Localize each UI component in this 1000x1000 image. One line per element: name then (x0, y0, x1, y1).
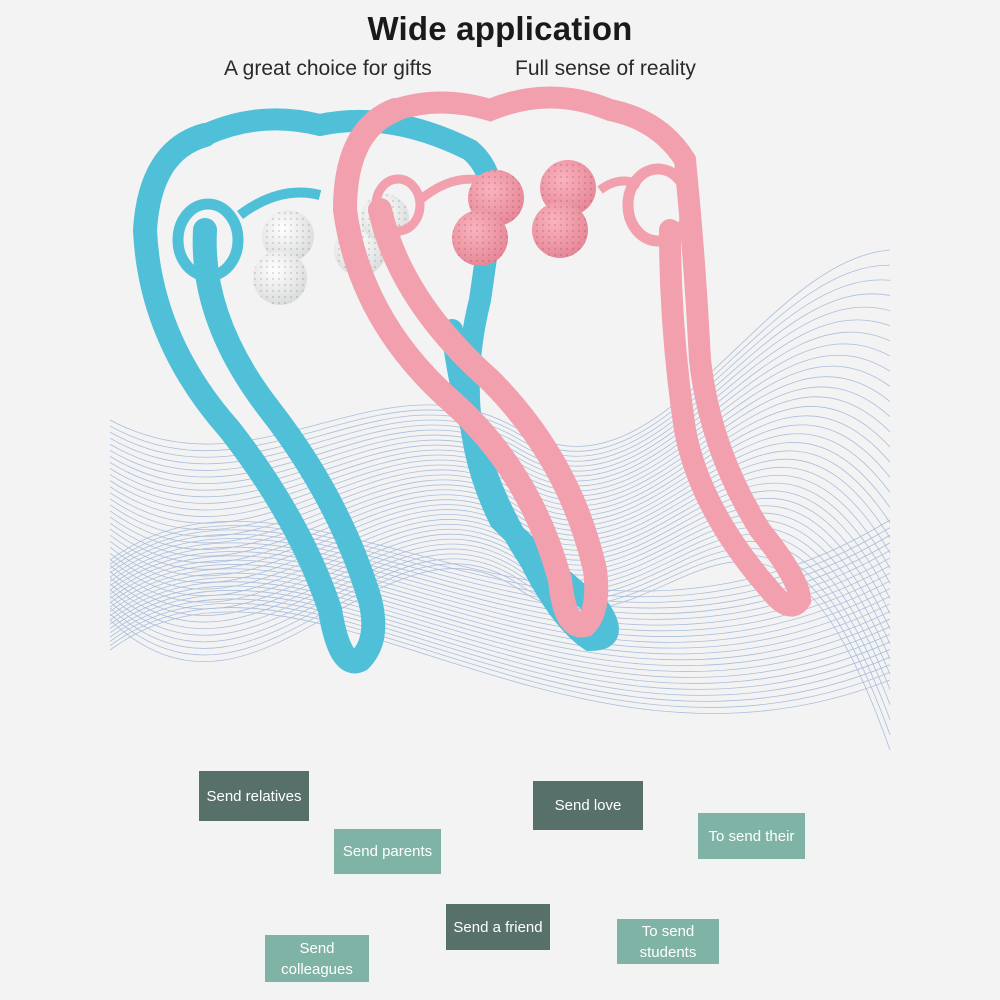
wave-line (109, 533, 891, 609)
tag-send-parents: Send parents (334, 829, 441, 874)
wave-line (109, 581, 891, 672)
wave-line (109, 525, 891, 598)
wave-line (109, 538, 891, 615)
wave-line (109, 442, 891, 557)
wave-line (109, 585, 891, 678)
tag-to-send-students: To send students (617, 919, 719, 964)
wave-line (109, 555, 891, 637)
subtitle-gifts: A great choice for gifts (224, 57, 432, 80)
wave-line (109, 458, 891, 570)
wave-line (109, 564, 891, 649)
wave-line (109, 568, 891, 655)
tag-send-love: Send love (533, 781, 643, 830)
wave-line (109, 577, 891, 667)
wave-line (109, 529, 891, 603)
wave-line (109, 551, 891, 632)
tag-to-send-their: To send their (698, 813, 805, 859)
tag-send-colleagues: Send colleagues (265, 935, 369, 982)
page-title: Wide application (367, 10, 633, 47)
tag-send-a-friend: Send a friend (446, 904, 550, 950)
wave-line (109, 331, 891, 484)
wave-line (109, 542, 891, 620)
wave-line (109, 559, 891, 643)
wave-line (109, 602, 891, 702)
wave-line (109, 572, 891, 661)
wave-line (109, 611, 891, 714)
wave-line (109, 589, 891, 684)
tag-send-relatives: Send relatives (199, 771, 309, 821)
wave-line (109, 598, 891, 696)
wave-line (109, 546, 891, 626)
wave-line (109, 594, 891, 690)
subtitle-reality: Full sense of reality (515, 57, 696, 80)
neck-massager-pink-icon (332, 86, 812, 638)
wave-line (109, 607, 891, 708)
